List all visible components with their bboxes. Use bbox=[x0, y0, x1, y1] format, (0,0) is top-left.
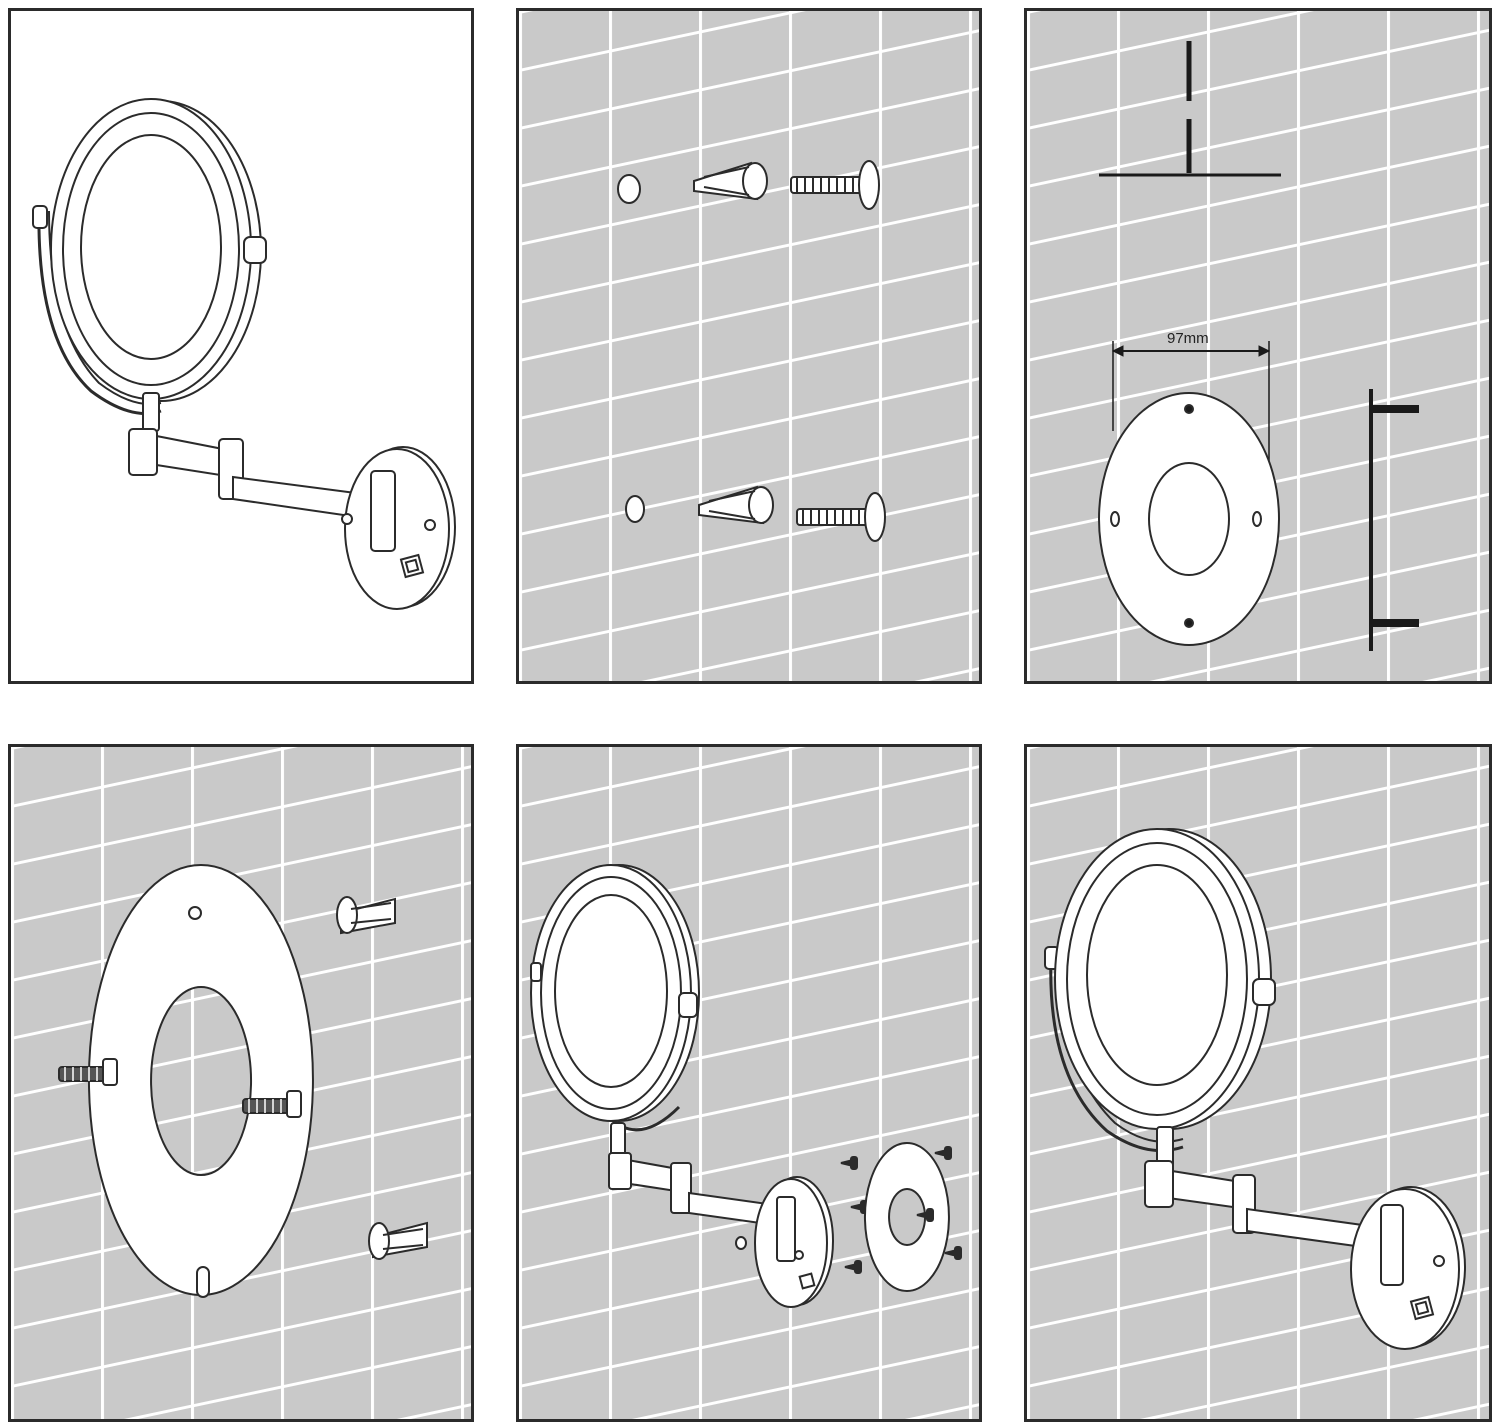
mounting-plate-icon bbox=[863, 1142, 950, 1292]
screw-icon bbox=[790, 160, 880, 210]
mirror-installed-illustration bbox=[1027, 747, 1489, 1419]
wall-anchor-icon bbox=[336, 896, 396, 935]
drill-hole-icon bbox=[625, 495, 645, 523]
step-2-panel bbox=[516, 8, 982, 684]
bolt-icon bbox=[58, 1058, 118, 1086]
mounting-plate-measure-illustration: 97mm bbox=[1027, 11, 1489, 681]
drill-anchors-screws-illustration bbox=[519, 11, 979, 681]
mirror-assembled-illustration bbox=[11, 11, 471, 681]
bolt-icon bbox=[242, 1090, 302, 1118]
step-5-panel bbox=[516, 744, 982, 1422]
wall-anchor-icon bbox=[698, 485, 774, 525]
wall-anchor-icon bbox=[693, 161, 768, 201]
drill-hole-icon bbox=[617, 174, 641, 204]
step-4-panel bbox=[8, 744, 474, 1422]
mounting-plate-icon bbox=[1098, 392, 1280, 646]
wall-anchor-icon bbox=[368, 1221, 428, 1260]
step-6-panel bbox=[1024, 744, 1492, 1422]
fix-plate-illustration bbox=[11, 747, 471, 1419]
step-3-panel: 97mm bbox=[1024, 8, 1492, 684]
screw-icon bbox=[796, 492, 886, 542]
step-1-panel bbox=[8, 8, 474, 684]
attach-mirror-illustration bbox=[519, 747, 979, 1419]
dimension-label: 97mm bbox=[1167, 330, 1209, 347]
